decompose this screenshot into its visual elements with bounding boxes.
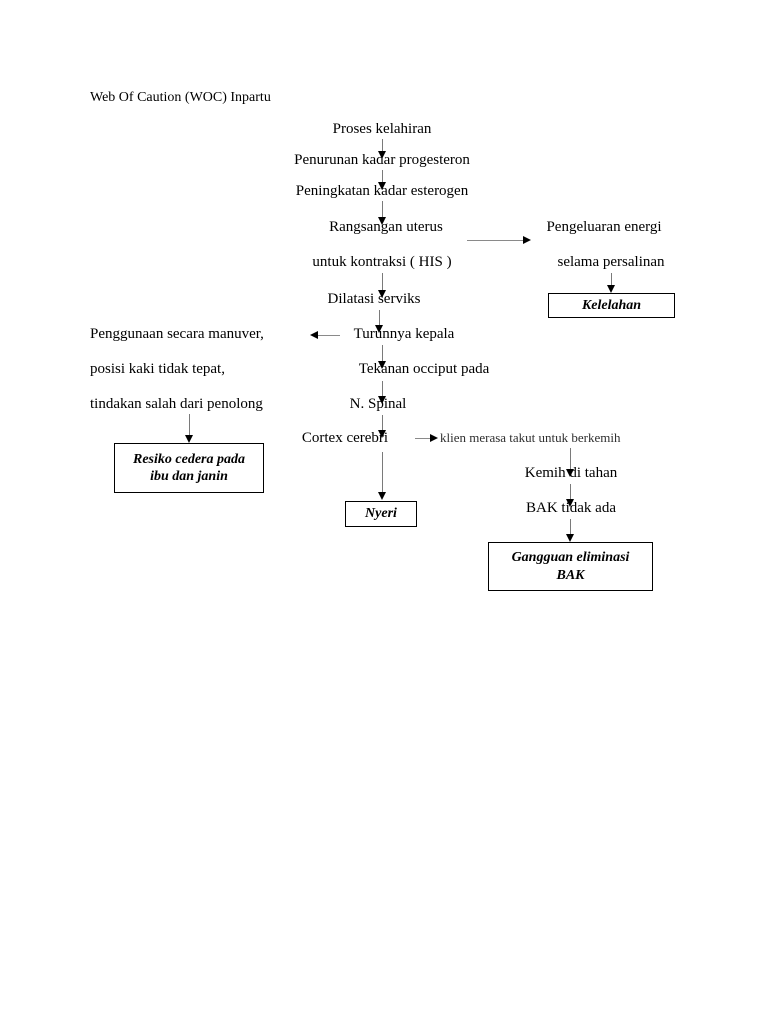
arrow-penurunan-to-peningkatan xyxy=(378,170,386,190)
node-proses-kelahiran: Proses kelahiran xyxy=(332,121,432,137)
box-gangguan-eliminasi: Gangguan eliminasi BAK xyxy=(488,542,653,591)
arrow-persalinan-to-kelelahan xyxy=(607,273,615,293)
node-penggunaan-manuver: Penggunaan secara manuver, xyxy=(90,326,264,342)
node-pengeluaran-energi: Pengeluaran energi xyxy=(546,219,662,235)
arrow-tekanan-to-spinal xyxy=(378,381,386,404)
node-klien-takut: klien merasa takut untuk berkemih xyxy=(440,430,621,445)
node-bak-tidak-ada: BAK tidak ada xyxy=(526,500,616,516)
arrow-dilatasi-to-turunnya xyxy=(375,310,383,333)
arrow-proses-to-penurunan xyxy=(378,139,386,159)
node-peningkatan-esterogen: Peningkatan kadar esterogen xyxy=(295,183,469,199)
node-n-spinal: N. Spinal xyxy=(349,396,407,412)
node-posisi-kaki: posisi kaki tidak tepat, xyxy=(90,361,225,377)
arrow-tindakan-to-resiko xyxy=(185,414,193,443)
node-untuk-kontraksi: untuk kontraksi ( HIS ) xyxy=(312,254,452,270)
arrow-spinal-to-cortex xyxy=(378,415,386,438)
node-tekanan-occiput: Tekanan occiput pada xyxy=(358,361,490,377)
arrow-kemih-to-bak xyxy=(566,484,574,507)
arrow-cortex-to-klien xyxy=(415,434,438,442)
box-resiko-cedera-line1: Resiko cedera pada xyxy=(133,451,245,467)
arrow-peningkatan-to-rangsangan xyxy=(378,201,386,225)
arrow-cortex-to-nyeri xyxy=(378,452,386,500)
node-penurunan-progesteron: Penurunan kadar progesteron xyxy=(294,152,470,168)
box-kelelahan: Kelelahan xyxy=(548,293,675,318)
box-nyeri: Nyeri xyxy=(345,501,417,527)
box-gangguan-line1: Gangguan eliminasi xyxy=(511,550,630,565)
arrow-bak-to-gangguan xyxy=(566,519,574,542)
arrow-turunnya-to-penggunaan xyxy=(310,331,340,339)
page-title: Web Of Caution (WOC) Inpartu xyxy=(90,90,271,105)
node-dilatasi-serviks: Dilatasi serviks xyxy=(327,291,421,307)
arrow-rangsangan-to-pengeluaran xyxy=(467,236,531,244)
node-turunnya-kepala: Turunnya kepala xyxy=(353,326,455,342)
box-nyeri-label: Nyeri xyxy=(365,506,397,522)
node-rangsangan-uterus: Rangsangan uterus xyxy=(329,219,443,235)
node-selama-persalinan: selama persalinan xyxy=(557,254,665,270)
node-cortex-cerebri: Cortex cerebri xyxy=(301,430,389,446)
box-gangguan-line2: BAK xyxy=(556,567,585,583)
node-tindakan-salah: tindakan salah dari penolong xyxy=(90,396,263,412)
node-kemih-ditahan: Kemih di tahan xyxy=(524,465,618,481)
box-kelelahan-label: Kelelahan xyxy=(581,297,642,313)
arrow-kontraksi-to-dilatasi xyxy=(378,273,386,298)
box-resiko-cedera: Resiko cedera pada ibu dan janin xyxy=(114,443,264,493)
arrow-klien-to-kemih xyxy=(566,448,574,477)
arrow-turunnya-to-tekanan xyxy=(378,345,386,369)
box-resiko-cedera-line2: ibu dan janin xyxy=(150,469,228,484)
